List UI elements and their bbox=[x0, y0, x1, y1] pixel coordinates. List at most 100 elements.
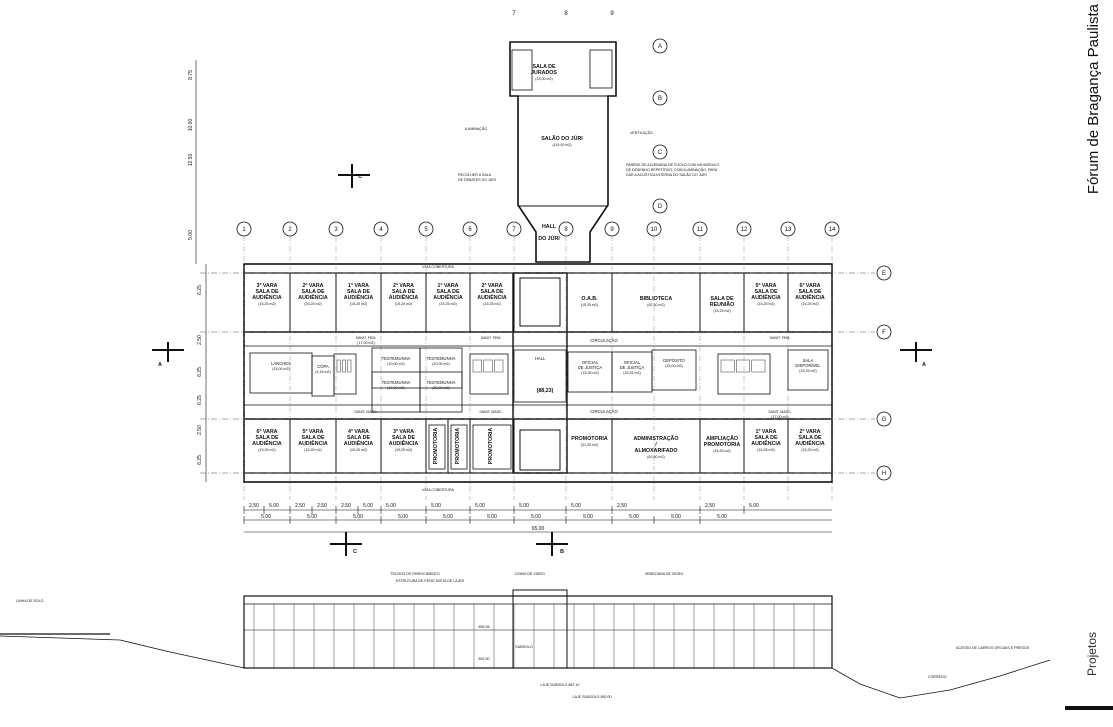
lower-right-room-name: PROMOTORIA bbox=[704, 442, 741, 448]
dim-row2: 5.00 bbox=[717, 514, 727, 520]
grid-col-11: 11 bbox=[697, 227, 704, 233]
lower-right-room-area: (31,25 m2) bbox=[581, 443, 598, 447]
upper-room-name: AUDIÊNCIA bbox=[389, 293, 419, 301]
section-level-3: LAJE SUBSOLO 887.10 bbox=[541, 683, 580, 687]
dim-row1: 5.00 bbox=[269, 503, 279, 509]
section-mark-b: B bbox=[560, 549, 564, 555]
grid-bubble-3 bbox=[328, 221, 344, 237]
lower-right-room-area: (62,50 m2) bbox=[647, 455, 664, 459]
bottom-rule bbox=[1065, 706, 1113, 710]
upper-room-vara: 2ª VARA bbox=[393, 283, 414, 289]
grid-col-4: 4 bbox=[379, 227, 383, 233]
dim-vertical: 6.25 bbox=[197, 285, 203, 295]
upper-room-vara: 1ª VARA bbox=[438, 283, 459, 289]
jury-room-area: (23,00 m2) bbox=[535, 77, 552, 81]
toilet-stall bbox=[494, 359, 504, 373]
upper-room-area: (15,25 m2) bbox=[483, 302, 500, 306]
upper-room-name: SALA DE bbox=[255, 289, 279, 295]
mid-room-area: (10,00 m2) bbox=[432, 386, 449, 390]
mid-room-box bbox=[371, 371, 421, 413]
grid-bubble-2 bbox=[282, 221, 298, 237]
viga-upper: VIGA COBERTURA bbox=[422, 265, 454, 269]
viga-lower: VIGA COBERTURA bbox=[422, 488, 454, 492]
circulacao-lower: CIRCULAÇÃO bbox=[590, 409, 618, 414]
upper-room-name: SALA DE bbox=[392, 289, 416, 295]
lower-room-name: PROMOTORIA bbox=[433, 428, 439, 465]
grid-bubble-14 bbox=[824, 221, 840, 237]
jury-hall-name: SALÃO DO JÚRI bbox=[541, 135, 583, 142]
upper-room-name: AUDIÊNCIA bbox=[477, 293, 507, 301]
lower-right-room-name: SALA DE bbox=[754, 435, 778, 441]
dim-row1: 5.00 bbox=[519, 503, 529, 509]
toilet-stall bbox=[483, 359, 493, 373]
upper-right-room-name: SALA DE bbox=[710, 296, 734, 302]
section-level-1: 895.35 bbox=[479, 625, 490, 629]
grid-bubble-F bbox=[876, 324, 892, 340]
lower-right-room-name: ADMINISTRAÇÃO bbox=[633, 435, 678, 442]
upper-right-room-area: (62,50 m2) bbox=[647, 303, 664, 307]
upper-room-vara: 2ª VARA bbox=[303, 283, 324, 289]
dim-row2: 5.00 bbox=[307, 514, 317, 520]
grid-bubble-H bbox=[876, 465, 892, 481]
grid-col-1: 1 bbox=[242, 227, 246, 233]
grid-row-D: D bbox=[658, 204, 663, 210]
dim-row1: 2.50 bbox=[295, 503, 305, 509]
mid-room-area: (15,25 m2) bbox=[581, 371, 598, 375]
dim-row2: 5.00 bbox=[261, 514, 271, 520]
sanit-fem-label-2: SANIT. FEM. bbox=[481, 336, 502, 340]
grid-bubble-7 bbox=[506, 221, 522, 237]
section-note-3: DOMO DE VIDRO bbox=[515, 572, 545, 576]
grid-bubble-4 bbox=[373, 221, 389, 237]
dim-row1: 5.00 bbox=[431, 503, 441, 509]
lower-right-room-name: / bbox=[655, 442, 657, 448]
upper-right-room-name: AUDIÊNCIA bbox=[751, 293, 781, 301]
section-level-4: LAJE SUBSOLO 892.00 bbox=[573, 695, 612, 699]
grid-row-B: B bbox=[658, 96, 662, 102]
grid-row-C: C bbox=[658, 150, 663, 156]
upper-room-area: (15,25 m2) bbox=[350, 302, 367, 306]
dim-row2: 5.00 bbox=[398, 514, 408, 520]
grid-col-10: 10 bbox=[651, 227, 658, 233]
iluminacao-label: ILUMINAÇÃO bbox=[465, 126, 488, 131]
grid-col-3: 3 bbox=[334, 227, 338, 233]
sanitary-block bbox=[333, 353, 357, 395]
lower-room-area: (15,25 m2) bbox=[350, 448, 367, 452]
dim-vertical-top: 5.00 bbox=[188, 230, 194, 240]
dim-row1: 5.00 bbox=[363, 503, 373, 509]
grid-bubble-13 bbox=[780, 221, 796, 237]
upper-room-name: AUDIÊNCIA bbox=[298, 293, 328, 301]
left-note: RECOLHER A SALA bbox=[458, 173, 492, 177]
promotoria-box bbox=[472, 424, 512, 470]
lower-right-room-name: AMPLIAÇÃO bbox=[706, 435, 738, 442]
central-stair bbox=[512, 272, 568, 474]
jury-lobby-name-2: DO JÚRI bbox=[538, 235, 560, 242]
section-mark-a: A bbox=[158, 362, 162, 368]
dim-row1: 2.50 bbox=[341, 503, 351, 509]
dim-vertical: 6.25 bbox=[197, 455, 203, 465]
sanit-area: (17,00 m2) bbox=[357, 341, 374, 345]
grid-bubble-5 bbox=[418, 221, 434, 237]
grid-top-8: 8 bbox=[564, 11, 568, 17]
lower-room-name: PROMOTORIA bbox=[488, 428, 494, 465]
toilet-stall bbox=[736, 359, 750, 373]
mid-room-area: (15,25 m2) bbox=[799, 369, 816, 373]
mid-room-name: TESTEMUNHA bbox=[382, 380, 411, 385]
mid-room-area: (10,00 m2) bbox=[387, 386, 404, 390]
mid-room-box bbox=[311, 355, 335, 397]
upper-room-name: SALA DE bbox=[436, 289, 460, 295]
mid-room-area: (4,15 m2) bbox=[315, 370, 330, 374]
mid-room-area: (15,00 m2) bbox=[272, 367, 289, 371]
promotoria-box bbox=[450, 424, 468, 470]
left-note: DE DEBATES DO JURI bbox=[458, 178, 496, 182]
dim-row1: 2.50 bbox=[705, 503, 715, 509]
mid-room-name2: DISPONÍVEL bbox=[795, 363, 821, 368]
toilet-stall bbox=[336, 359, 341, 373]
jury-lobby-name: HALL bbox=[542, 224, 557, 230]
dim-row2: 5.00 bbox=[671, 514, 681, 520]
section-level-2: 891.50 bbox=[479, 657, 490, 661]
grid-top-7: 7 bbox=[512, 11, 516, 17]
section-note-4: VENEZIANA DE VIDRO bbox=[645, 572, 684, 576]
grid-bubble-9 bbox=[604, 221, 620, 237]
upper-right-room-area: (15,25 m2) bbox=[757, 302, 774, 306]
